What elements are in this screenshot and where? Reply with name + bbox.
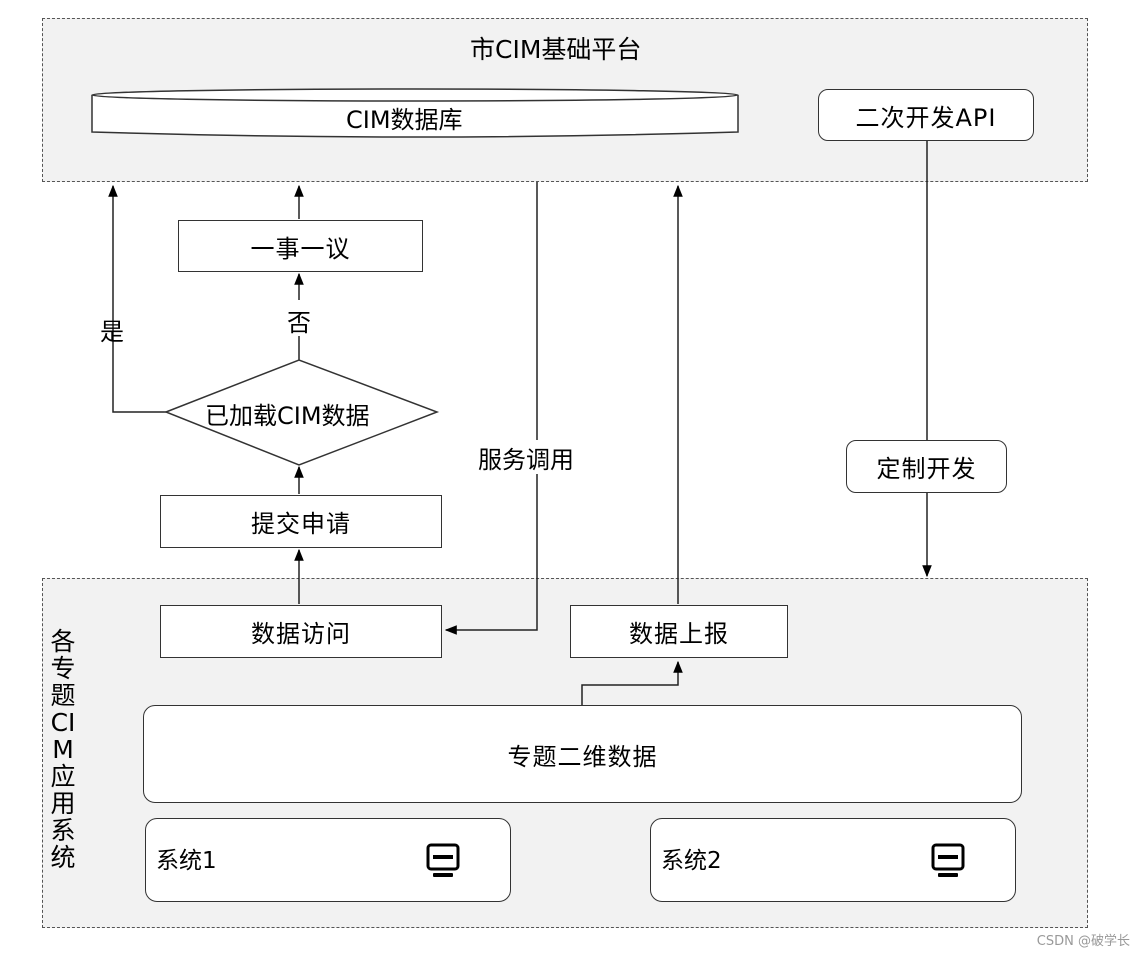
no-branch-label: 否: [287, 309, 311, 337]
one-case-one-discussion-box: 一事一议: [178, 220, 423, 272]
data-report-box: 数据上报: [570, 605, 788, 658]
topic-2d-data-box: 专题二维数据: [143, 705, 1022, 803]
city-cim-platform-title: 市CIM基础平台: [470, 35, 642, 64]
service-call-label: 服务调用: [478, 446, 574, 474]
watermark: CSDN @破学长: [1036, 934, 1130, 949]
decision-label: 已加载CIM数据: [205, 402, 370, 430]
system1-box: 系统1: [145, 818, 511, 902]
monitor-icon: [426, 843, 460, 877]
yes-branch-label: 是: [100, 318, 124, 346]
data-access-box: 数据访问: [160, 605, 442, 658]
topic-cim-app-title: 各专题CIM应用系统: [50, 627, 76, 872]
custom-dev-box: 定制开发: [846, 440, 1007, 493]
system1-label: 系统1: [156, 848, 217, 874]
system2-box: 系统2: [650, 818, 1016, 902]
decision-diamond: [163, 359, 440, 466]
submit-application-box: 提交申请: [160, 495, 442, 548]
system2-label: 系统2: [661, 848, 722, 874]
secondary-dev-api-box: 二次开发API: [818, 89, 1034, 141]
monitor-icon: [931, 843, 965, 877]
cim-database-label: CIM数据库: [346, 106, 463, 134]
